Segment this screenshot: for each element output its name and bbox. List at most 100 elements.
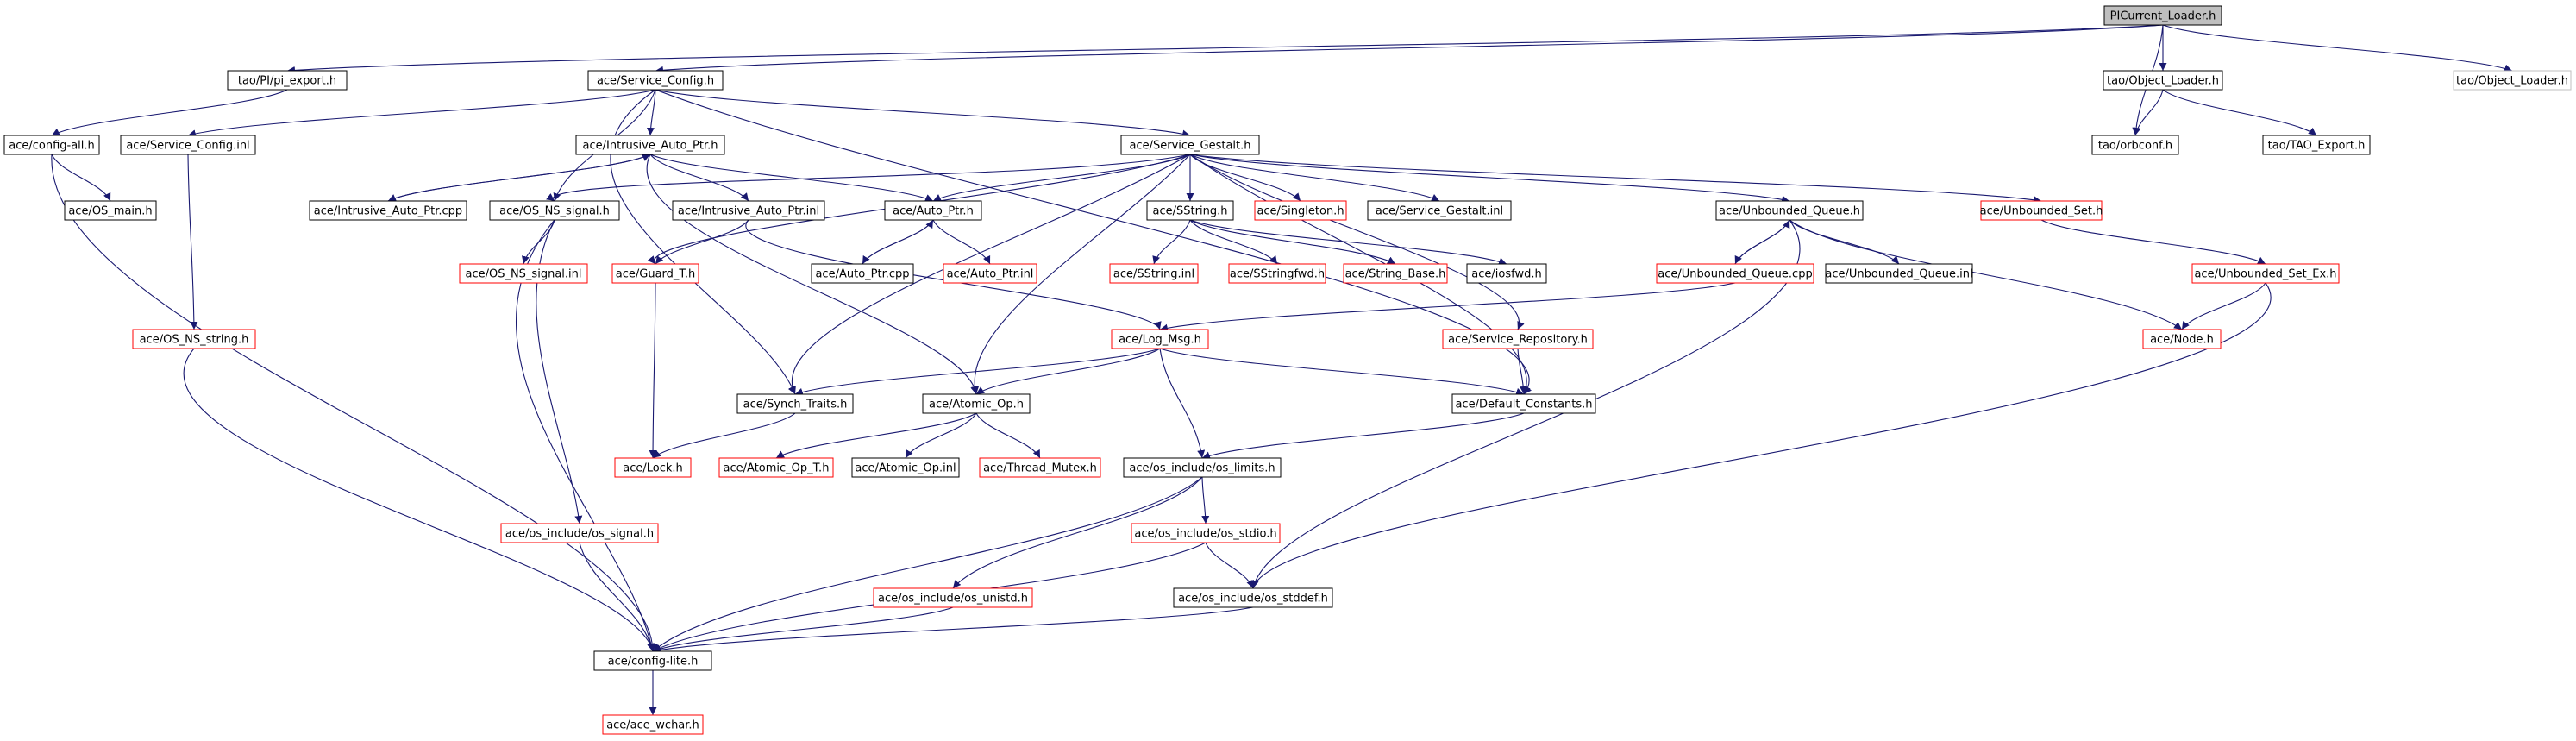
node-label: ace/Node.h <box>2150 334 2214 347</box>
node-label: ace/OS_NS_string.h <box>140 334 249 347</box>
node-box <box>1111 329 1209 349</box>
node-box <box>309 200 467 221</box>
node-box <box>2103 5 2222 26</box>
node-os-signal[interactable]: ace/os_include/os_signal.h <box>500 523 659 543</box>
node-unb-set-h[interactable]: ace/Unbounded_Set.h <box>1980 200 2103 221</box>
node-synch-traits[interactable]: ace/Synch_Traits.h <box>736 393 854 414</box>
node-label: tao/PI/pi_export.h <box>238 75 336 88</box>
node-label: ace/Unbounded_Queue.cpp <box>1658 268 1812 281</box>
node-os-main[interactable]: ace/OS_main.h <box>64 200 157 221</box>
node-guard-t[interactable]: ace/Guard_T.h <box>611 263 699 284</box>
node-default-constants[interactable]: ace/Default_Constants.h <box>1451 393 1596 414</box>
node-sstring-h[interactable]: ace/SString.h <box>1146 200 1234 221</box>
node-obj-loader2[interactable]: tao/Object_Loader.h <box>2453 70 2572 91</box>
node-label: ace/Auto_Ptr.h <box>893 205 974 218</box>
node-label: ace/os_include/os_stdio.h <box>1134 528 1276 541</box>
node-atomic-op-t[interactable]: ace/Atomic_Op_T.h <box>718 457 834 478</box>
edge-pi_export-to-config_all <box>51 89 288 136</box>
node-intr-inl[interactable]: ace/Intrusive_Auto_Ptr.inl <box>672 200 825 221</box>
edge-unb_queue_h-to-node_h <box>1789 219 2183 330</box>
node-box <box>736 393 854 414</box>
node-box <box>718 457 834 478</box>
node-label: ace/os_include/os_limits.h <box>1129 462 1275 475</box>
node-auto-ptr-h[interactable]: ace/Auto_Ptr.h <box>884 200 982 221</box>
node-intr-cpp[interactable]: ace/Intrusive_Auto_Ptr.cpp <box>309 200 467 221</box>
node-label: ace/SString.inl <box>1113 268 1194 281</box>
node-string-base[interactable]: ace/String_Base.h <box>1343 263 1448 284</box>
node-os-unistd[interactable]: ace/os_include/os_unistd.h <box>873 587 1033 608</box>
node-label: ace/SString.h <box>1153 205 1228 218</box>
node-box <box>1442 329 1594 349</box>
node-orbconf[interactable]: tao/orbconf.h <box>2091 135 2179 155</box>
node-label: PICurrent_Loader.h <box>2110 10 2216 23</box>
node-box <box>1656 263 1814 284</box>
node-svc-config-inl[interactable]: ace/Service_Config.inl <box>120 135 256 155</box>
edge-sstring_h-to-sstringfwd <box>1189 219 1278 265</box>
node-unb-queue-inl[interactable]: ace/Unbounded_Queue.inl <box>1825 263 1973 284</box>
node-pic[interactable]: PICurrent_Loader.h <box>2103 5 2222 26</box>
edge-svc_gestalt_h-to-svc_gestalt_inl <box>1189 154 1440 202</box>
node-log-msg[interactable]: ace/Log_Msg.h <box>1111 329 1209 349</box>
node-unb-queue-h[interactable]: ace/Unbounded_Queue.h <box>1715 200 1864 221</box>
node-label: ace/Log_Msg.h <box>1119 334 1201 347</box>
node-atomic-op-h[interactable]: ace/Atomic_Op.h <box>922 393 1031 414</box>
node-box <box>120 135 256 155</box>
edge-svc_gestalt_h-to-guard_t <box>647 154 1191 265</box>
node-os-ns-signal-inl[interactable]: ace/OS_NS_signal.inl <box>459 263 588 284</box>
node-label: ace/Thread_Mutex.h <box>983 462 1097 475</box>
node-label: ace/os_include/os_stddef.h <box>1178 593 1328 606</box>
edge-os_limits-to-os_stdio <box>1201 476 1210 524</box>
node-sstring-inl[interactable]: ace/SString.inl <box>1109 263 1199 284</box>
edge-sstring_h-to-string_base <box>1189 219 1396 265</box>
node-box <box>884 200 982 221</box>
node-pi-export[interactable]: tao/PI/pi_export.h <box>227 70 348 91</box>
node-lock-h[interactable]: ace/Lock.h <box>614 457 692 478</box>
node-label: ace/iosfwd.h <box>1471 268 1541 281</box>
node-config-lite[interactable]: ace/config-lite.h <box>593 650 712 671</box>
node-label: ace/config-all.h <box>9 140 95 153</box>
node-label: ace/Service_Gestalt.inl <box>1376 205 1503 218</box>
edge-os_signal-to-config_lite <box>579 542 655 652</box>
node-label: ace/ace_wchar.h <box>606 719 699 732</box>
node-atomic-op-inl[interactable]: ace/Atomic_Op.inl <box>851 457 960 478</box>
node-iosfwd[interactable]: ace/iosfwd.h <box>1466 263 1547 284</box>
edge-os_unistd-to-config_lite <box>652 606 954 652</box>
node-thread-mutex[interactable]: ace/Thread_Mutex.h <box>979 457 1101 478</box>
node-unb-set-ex[interactable]: ace/Unbounded_Set_Ex.h <box>2191 263 2340 284</box>
node-auto-ptr-inl[interactable]: ace/Auto_Ptr.inl <box>943 263 1037 284</box>
node-layer: PICurrent_Loader.h tao/PI/pi_export.h ace/… <box>3 5 2572 735</box>
node-config-all[interactable]: ace/config-all.h <box>3 135 100 155</box>
node-tao-export[interactable]: tao/TAO_Export.h <box>2262 135 2371 155</box>
node-os-limits[interactable]: ace/os_include/os_limits.h <box>1123 457 1282 478</box>
node-singleton[interactable]: ace/Singleton.h <box>1254 200 1347 221</box>
node-box <box>459 263 588 284</box>
node-auto-ptr-cpp[interactable]: ace/Auto_Ptr.cpp <box>811 263 914 284</box>
node-node-h[interactable]: ace/Node.h <box>2142 329 2222 349</box>
node-label: ace/Service_Config.inl <box>126 140 249 153</box>
node-box <box>2262 135 2371 155</box>
node-box <box>611 263 699 284</box>
node-intr-h[interactable]: ace/Intrusive_Auto_Ptr.h <box>575 135 725 155</box>
node-svc-repo[interactable]: ace/Service_Repository.h <box>1442 329 1594 349</box>
edge-os_ns_signal_h-to-os_signal <box>536 219 583 524</box>
edge-auto_ptr_h-to-auto_ptr_inl <box>932 219 991 265</box>
edge-guard_t-to-lock_h <box>649 282 657 459</box>
node-ace-wchar[interactable]: ace/ace_wchar.h <box>602 714 704 735</box>
node-os-stddef[interactable]: ace/os_include/os_stddef.h <box>1173 587 1333 608</box>
node-os-ns-signal-h[interactable]: ace/OS_NS_signal.h <box>489 200 620 221</box>
edge-os_stddef-to-config_lite <box>652 606 1254 654</box>
node-label: tao/Object_Loader.h <box>2456 75 2568 88</box>
node-box <box>922 393 1031 414</box>
node-unb-queue-cpp[interactable]: ace/Unbounded_Queue.cpp <box>1656 263 1814 284</box>
node-sstringfwd[interactable]: ace/SStringfwd.h <box>1228 263 1326 284</box>
edge-auto_ptr_cpp-to-auto_ptr_h <box>862 219 934 265</box>
node-svc-config-h[interactable]: ace/Service_Config.h <box>587 70 724 91</box>
edge-svc_config_h-to-svc_config_inl <box>187 89 656 138</box>
node-svc-gestalt-h[interactable]: ace/Service_Gestalt.h <box>1120 135 1260 155</box>
node-obj-loader[interactable]: tao/Object_Loader.h <box>2103 70 2223 91</box>
node-os-ns-string[interactable]: ace/OS_NS_string.h <box>132 329 256 349</box>
node-svc-gestalt-inl[interactable]: ace/Service_Gestalt.inl <box>1367 200 1512 221</box>
edge-unb_queue_cpp-to-unb_queue_h <box>1734 219 1790 265</box>
node-os-stdio[interactable]: ace/os_include/os_stdio.h <box>1131 523 1281 543</box>
